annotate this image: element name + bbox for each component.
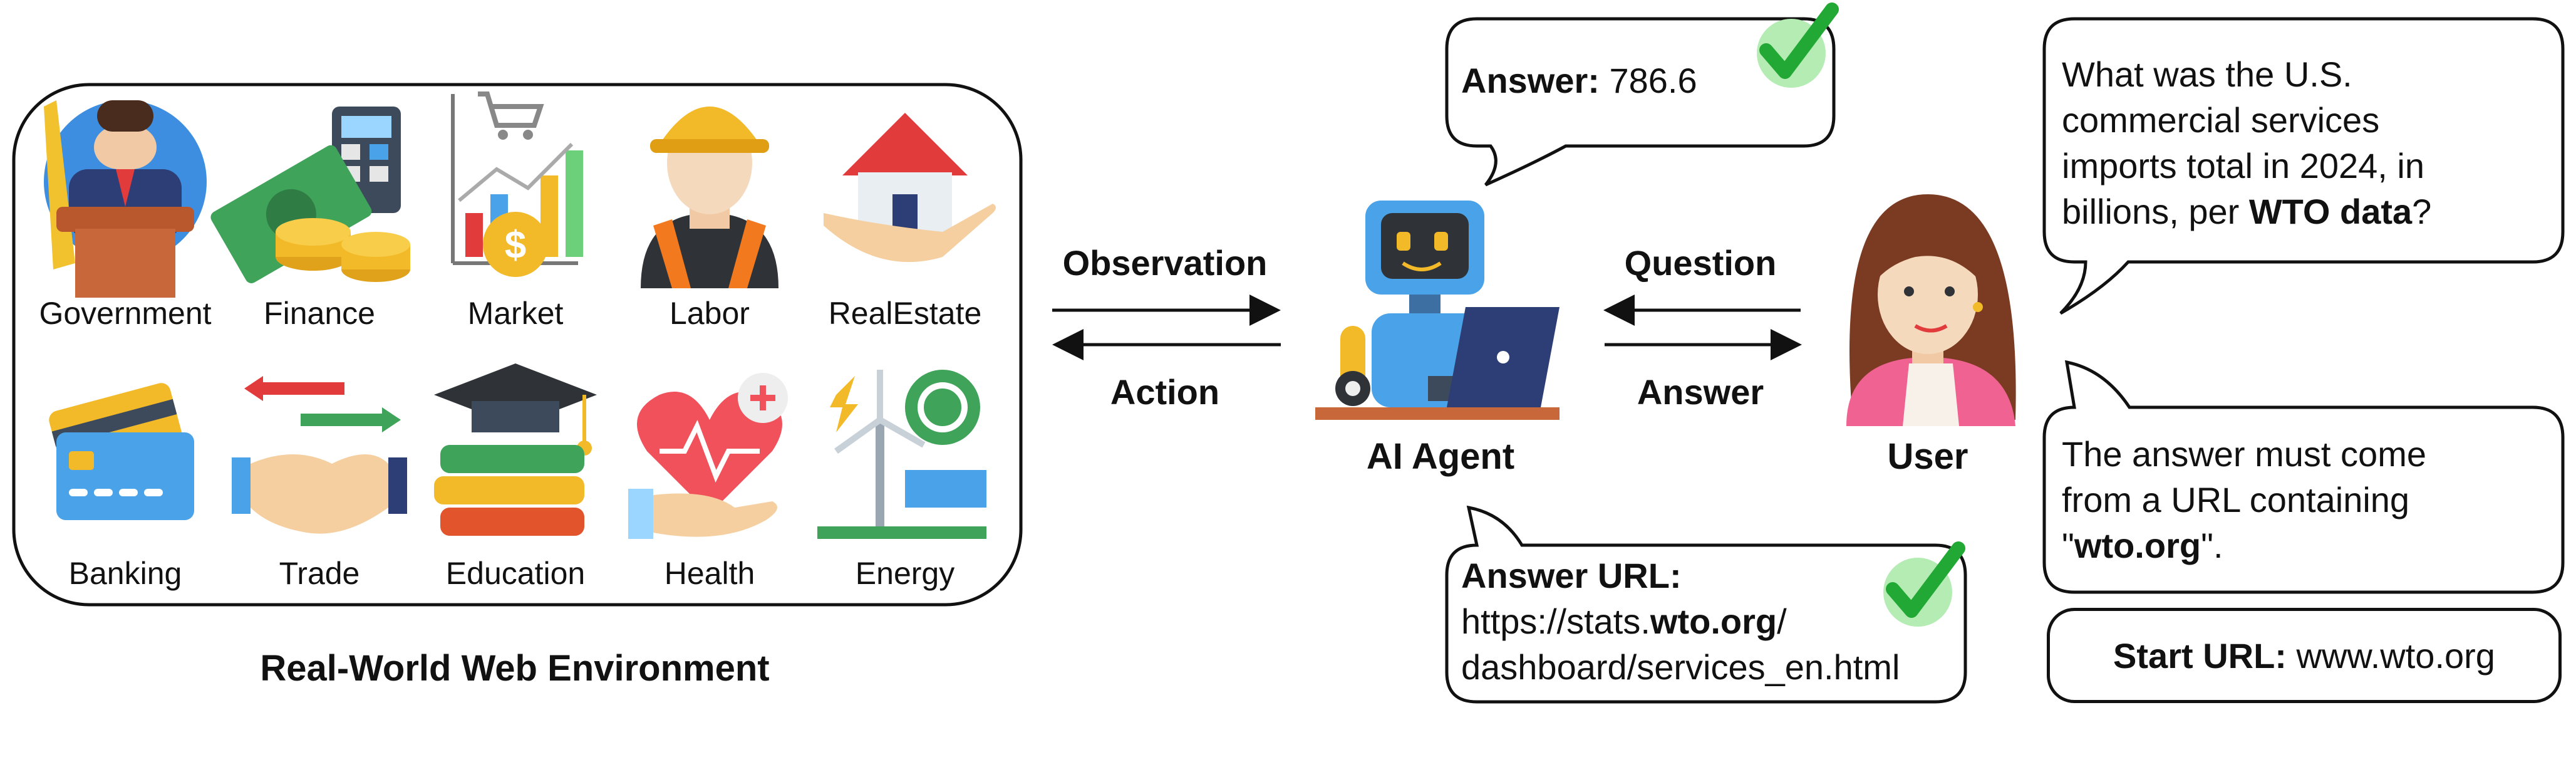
constraint-line3-suffix: ". bbox=[2201, 526, 2223, 565]
constraint-bubble-text: The answer must come from a URL containi… bbox=[2062, 431, 2426, 568]
question-line3: imports total in 2024, in bbox=[2062, 146, 2424, 185]
answer-label-text: Answer: bbox=[1461, 61, 1600, 100]
start-url-label: Start URL: bbox=[2113, 635, 2287, 676]
health-icon bbox=[628, 373, 788, 539]
category-label-labor: Labor bbox=[670, 296, 750, 331]
constraint-line2: from a URL containing bbox=[2062, 480, 2410, 519]
market-icon: $ bbox=[451, 91, 583, 277]
observation-label: Observation bbox=[1062, 243, 1268, 283]
environment-title: Real-World Web Environment bbox=[260, 648, 770, 689]
finance-icon bbox=[210, 107, 410, 283]
category-label-banking: Banking bbox=[68, 556, 182, 591]
question-line1: What was the U.S. bbox=[2062, 55, 2352, 94]
answer-url-line1-suffix: / bbox=[1777, 602, 1787, 641]
answer-value: 786.6 bbox=[1609, 61, 1697, 100]
answer-bubble-text: Answer: 786.6 bbox=[1461, 58, 1697, 103]
question-line4-prefix: billions, per bbox=[2062, 192, 2249, 231]
category-label-realestate: RealEstate bbox=[828, 296, 982, 331]
category-label-health: Health bbox=[664, 556, 755, 591]
environment-frame bbox=[12, 83, 1023, 607]
government-icon bbox=[44, 100, 207, 298]
constraint-domain: wto.org bbox=[2074, 526, 2201, 565]
category-label-government: Government bbox=[39, 296, 212, 331]
question-source: WTO data bbox=[2248, 192, 2413, 231]
energy-icon bbox=[817, 370, 986, 539]
category-label-finance: Finance bbox=[264, 296, 375, 331]
agent-label: AI Agent bbox=[1366, 436, 1515, 477]
trade-icon bbox=[232, 376, 407, 534]
answer-url-bubble bbox=[1445, 505, 1967, 704]
answer-url-line2: dashboard/services_en.html bbox=[1461, 647, 1900, 687]
answer-url-line1-prefix: https://stats. bbox=[1461, 602, 1650, 641]
answer-bubble bbox=[1445, 17, 1836, 187]
question-line2: commercial services bbox=[2062, 100, 2380, 140]
action-label: Action bbox=[1110, 372, 1220, 412]
real-estate-icon bbox=[824, 113, 996, 263]
check-icon bbox=[1757, 3, 1839, 88]
constraint-line1: The answer must come bbox=[2062, 434, 2426, 474]
category-label-market: Market bbox=[467, 296, 564, 331]
question-bubble bbox=[2042, 17, 2565, 315]
user-label: User bbox=[1887, 436, 1968, 477]
constraint-line3-prefix: " bbox=[2062, 526, 2074, 565]
constraint-bubble bbox=[2042, 360, 2565, 594]
education-icon bbox=[434, 363, 597, 536]
category-label-trade: Trade bbox=[279, 556, 360, 591]
answer-url-domain: wto.org bbox=[1650, 602, 1777, 641]
answer-url-label: Answer URL: bbox=[1461, 556, 1682, 595]
labor-icon bbox=[641, 107, 778, 288]
start-url-box: Start URL: www.wto.org bbox=[2047, 608, 2562, 703]
svg-text:$: $ bbox=[505, 224, 526, 267]
answer-url-text: Answer URL: https://stats.wto.org/ dashb… bbox=[1461, 553, 1900, 690]
robot-icon bbox=[1315, 201, 1560, 420]
start-url-value: www.wto.org bbox=[2296, 635, 2495, 676]
check-icon bbox=[1883, 541, 1965, 627]
category-label-energy: Energy bbox=[855, 556, 955, 591]
category-label-education: Education bbox=[445, 556, 586, 591]
question-label: Question bbox=[1624, 243, 1777, 283]
banking-icon bbox=[49, 383, 194, 520]
user-avatar-icon bbox=[1846, 194, 2016, 426]
question-line4-suffix: ? bbox=[2412, 192, 2432, 231]
answer-label: Answer bbox=[1637, 372, 1764, 412]
question-bubble-text: What was the U.S. commercial services im… bbox=[2062, 51, 2431, 234]
